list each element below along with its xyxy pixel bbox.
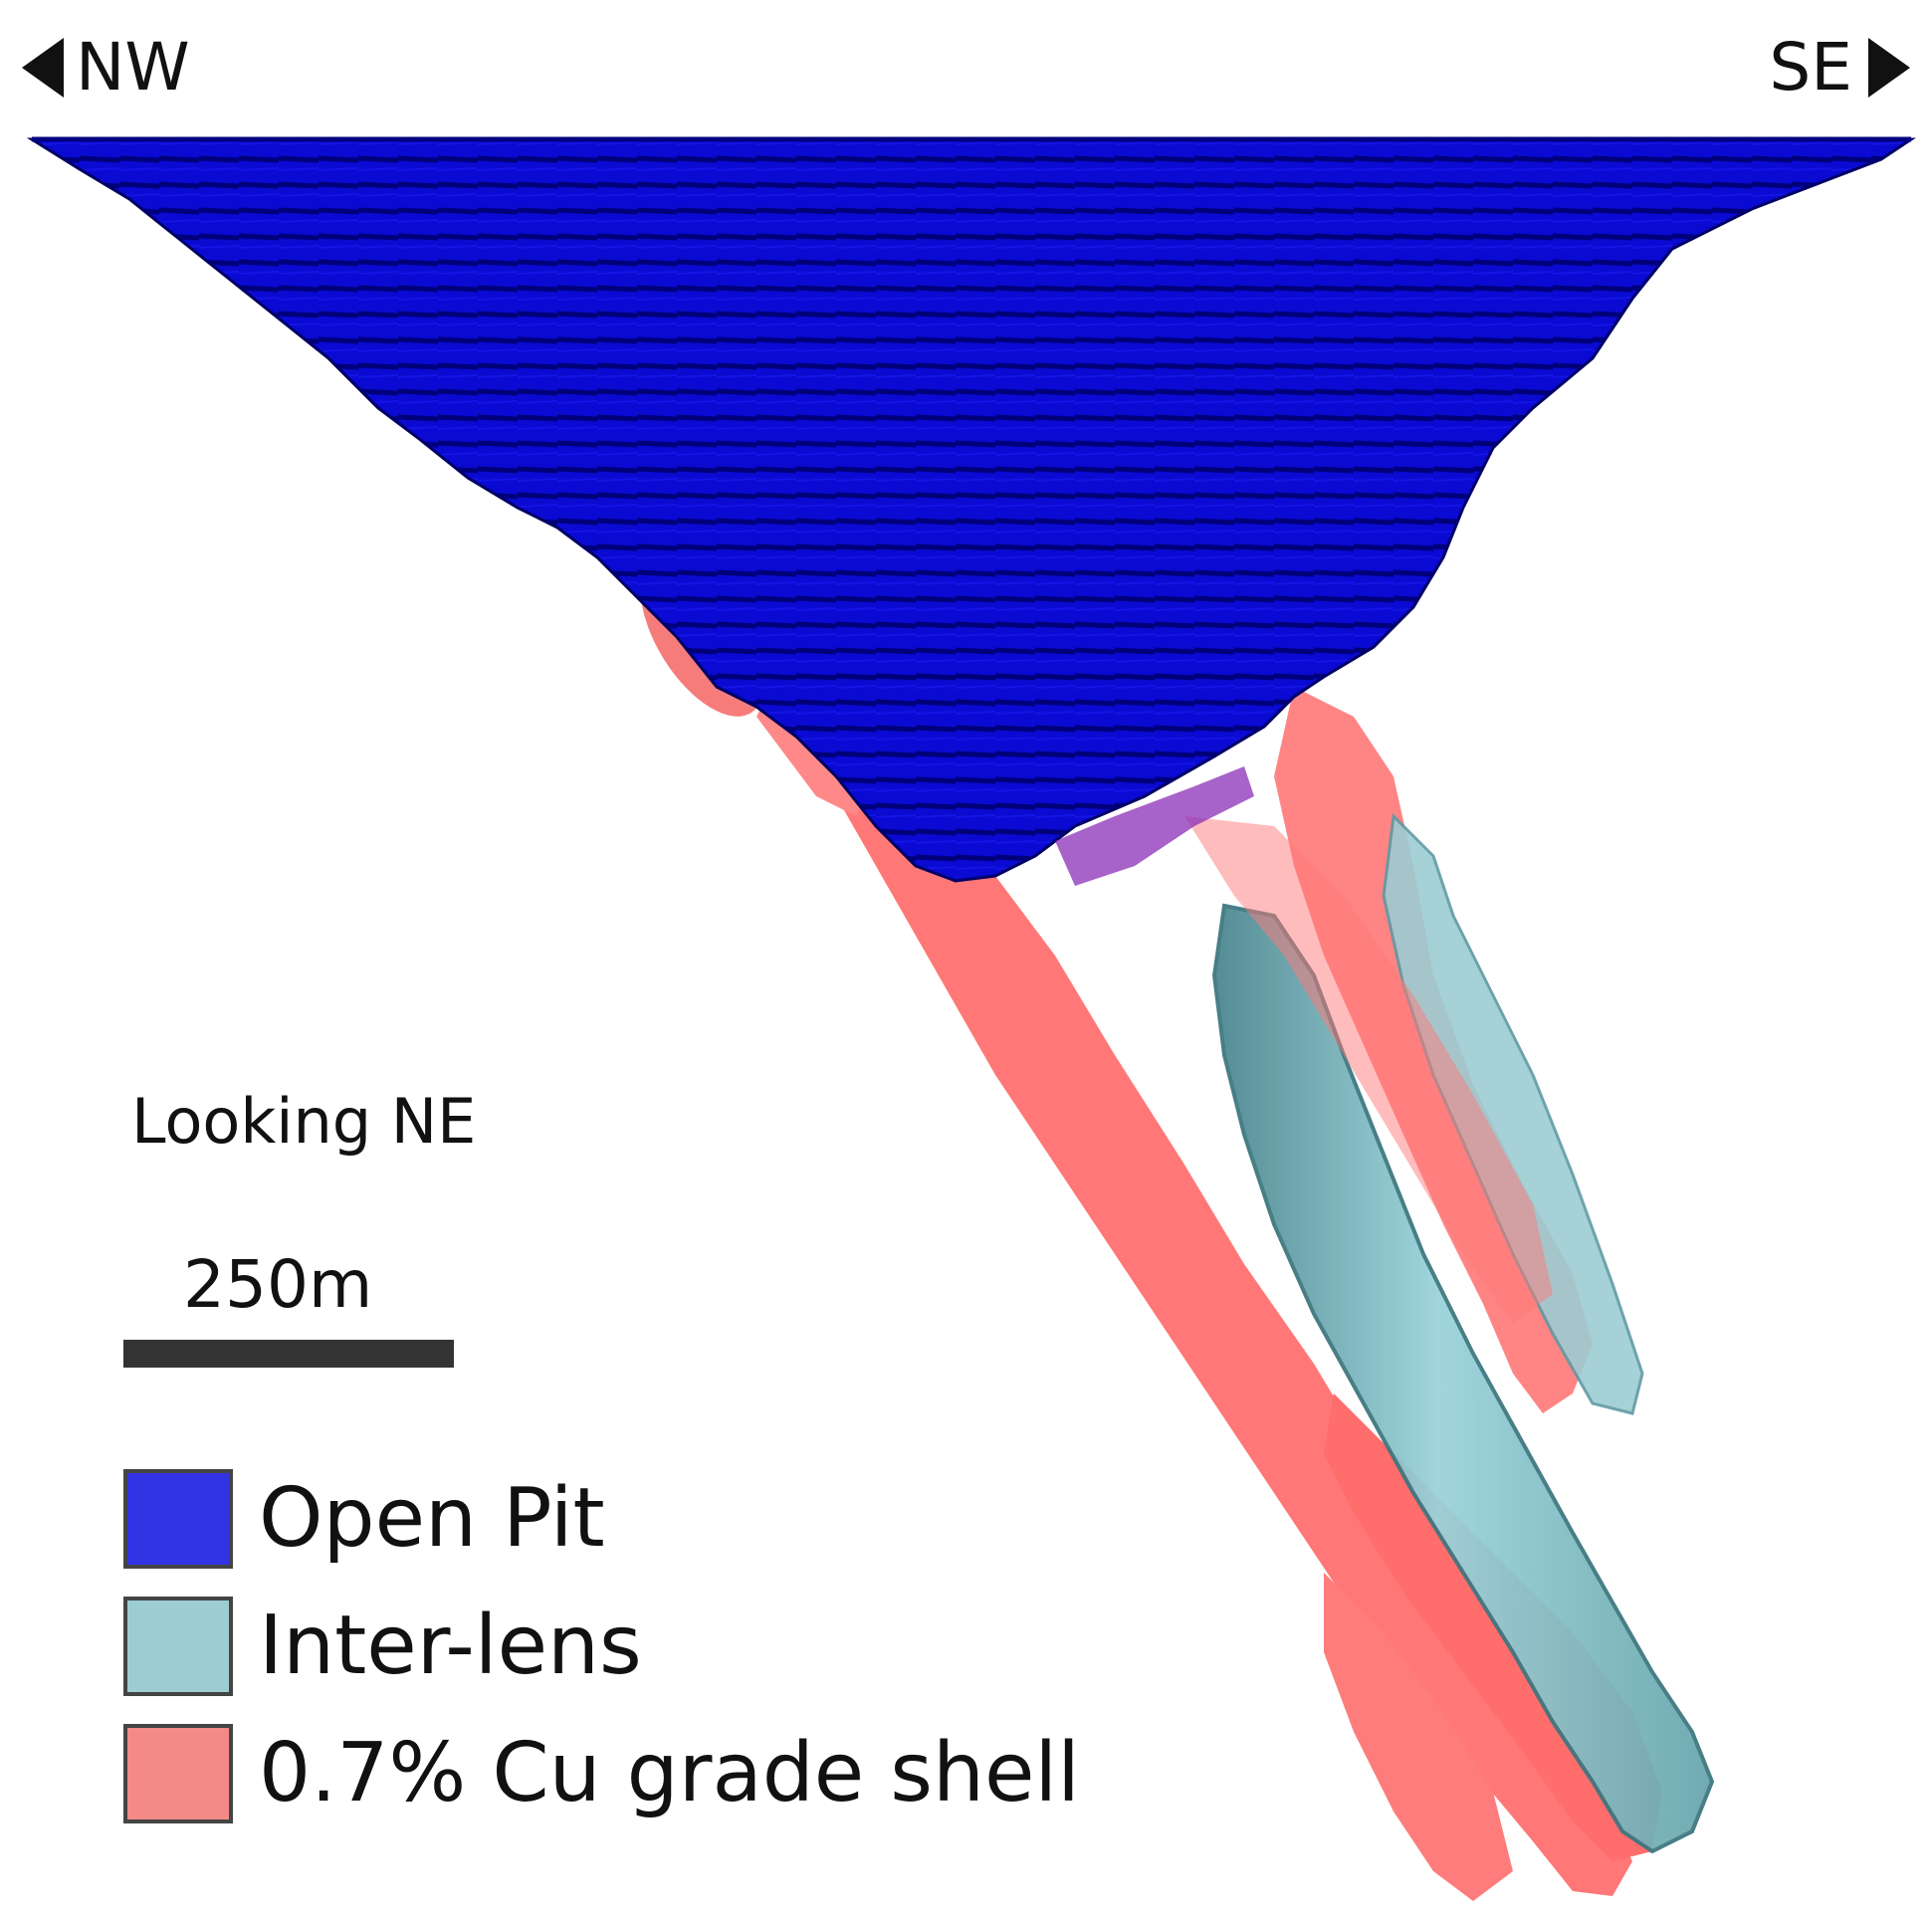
triangle-left-icon [22,38,64,98]
legend-swatch-inter-lens [123,1597,233,1696]
scale-bar [123,1340,454,1368]
legend-swatch-open-pit [123,1469,233,1569]
scale-bar-label: 250m [183,1246,373,1323]
legend-swatch-grade-shell [123,1724,233,1823]
inter-lens-body [1211,903,1715,1854]
legend-item-grade-shell: 0.7% Cu grade shell [123,1710,1080,1837]
legend-item-inter-lens: Inter-lens [123,1583,1080,1710]
open-pit-overlap-zone [1055,766,1254,886]
view-direction-label: Looking NE [131,1085,477,1158]
open-pit [26,137,1916,883]
compass-nw: NW [22,28,190,107]
compass-se-label: SE [1769,29,1852,106]
legend-label-open-pit: Open Pit [259,1471,605,1566]
compass-se: SE [1769,28,1910,107]
grade-shell-lower-lobe [1324,1573,1513,1901]
compass-nw-label: NW [76,29,190,106]
legend-label-inter-lens: Inter-lens [259,1599,642,1693]
grade-shell-overlay [1184,816,1553,1324]
legend-label-grade-shell: 0.7% Cu grade shell [259,1726,1080,1820]
triangle-right-icon [1868,38,1910,98]
legend: Open Pit Inter-lens 0.7% Cu grade shell [123,1455,1080,1837]
legend-item-open-pit: Open Pit [123,1455,1080,1583]
